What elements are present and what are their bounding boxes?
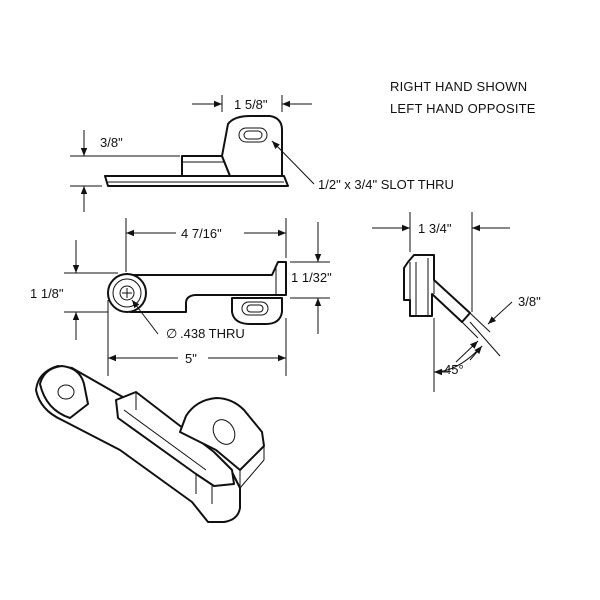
dim-length-overall: 5" — [185, 351, 197, 366]
isometric-view — [35, 365, 265, 523]
side-view — [403, 254, 471, 323]
dim-top-height: 3/8" — [100, 135, 123, 150]
top-view-plate — [104, 175, 289, 187]
top-view-ear — [221, 115, 283, 177]
dim-top-width: 1 5/8" — [234, 97, 268, 112]
dim-slot: 1/2" x 3/4" SLOT THRU — [318, 177, 454, 192]
side-view-body — [403, 254, 471, 323]
iso-slot — [212, 419, 236, 445]
dim-height-right: 1 1/32" — [291, 270, 332, 285]
top-view-slot — [238, 127, 268, 143]
front-view-slot — [241, 301, 269, 316]
diameter-symbol: ∅ — [166, 326, 177, 341]
dim-side-width: 1 3/4" — [418, 221, 452, 236]
top-view — [104, 115, 289, 187]
note-left-hand: LEFT HAND OPPOSITE — [390, 101, 536, 116]
iso-right-ear — [179, 397, 265, 471]
dim-length-upper: 4 7/16" — [181, 226, 222, 241]
iso-channel — [115, 391, 235, 487]
dim-hole: .438 THRU — [180, 326, 245, 341]
front-view-bar — [125, 261, 287, 313]
dim-side-thickness: 3/8" — [518, 294, 541, 309]
dim-height-left: 1 1/8" — [30, 286, 64, 301]
dim-angle: 45° — [444, 362, 464, 377]
iso-hole — [57, 384, 75, 400]
iso-left-ear — [39, 365, 89, 419]
note-right-hand: RIGHT HAND SHOWN — [390, 79, 527, 94]
front-view-hole — [119, 285, 135, 301]
front-view — [107, 261, 287, 325]
front-view-lower-ear — [231, 297, 283, 325]
